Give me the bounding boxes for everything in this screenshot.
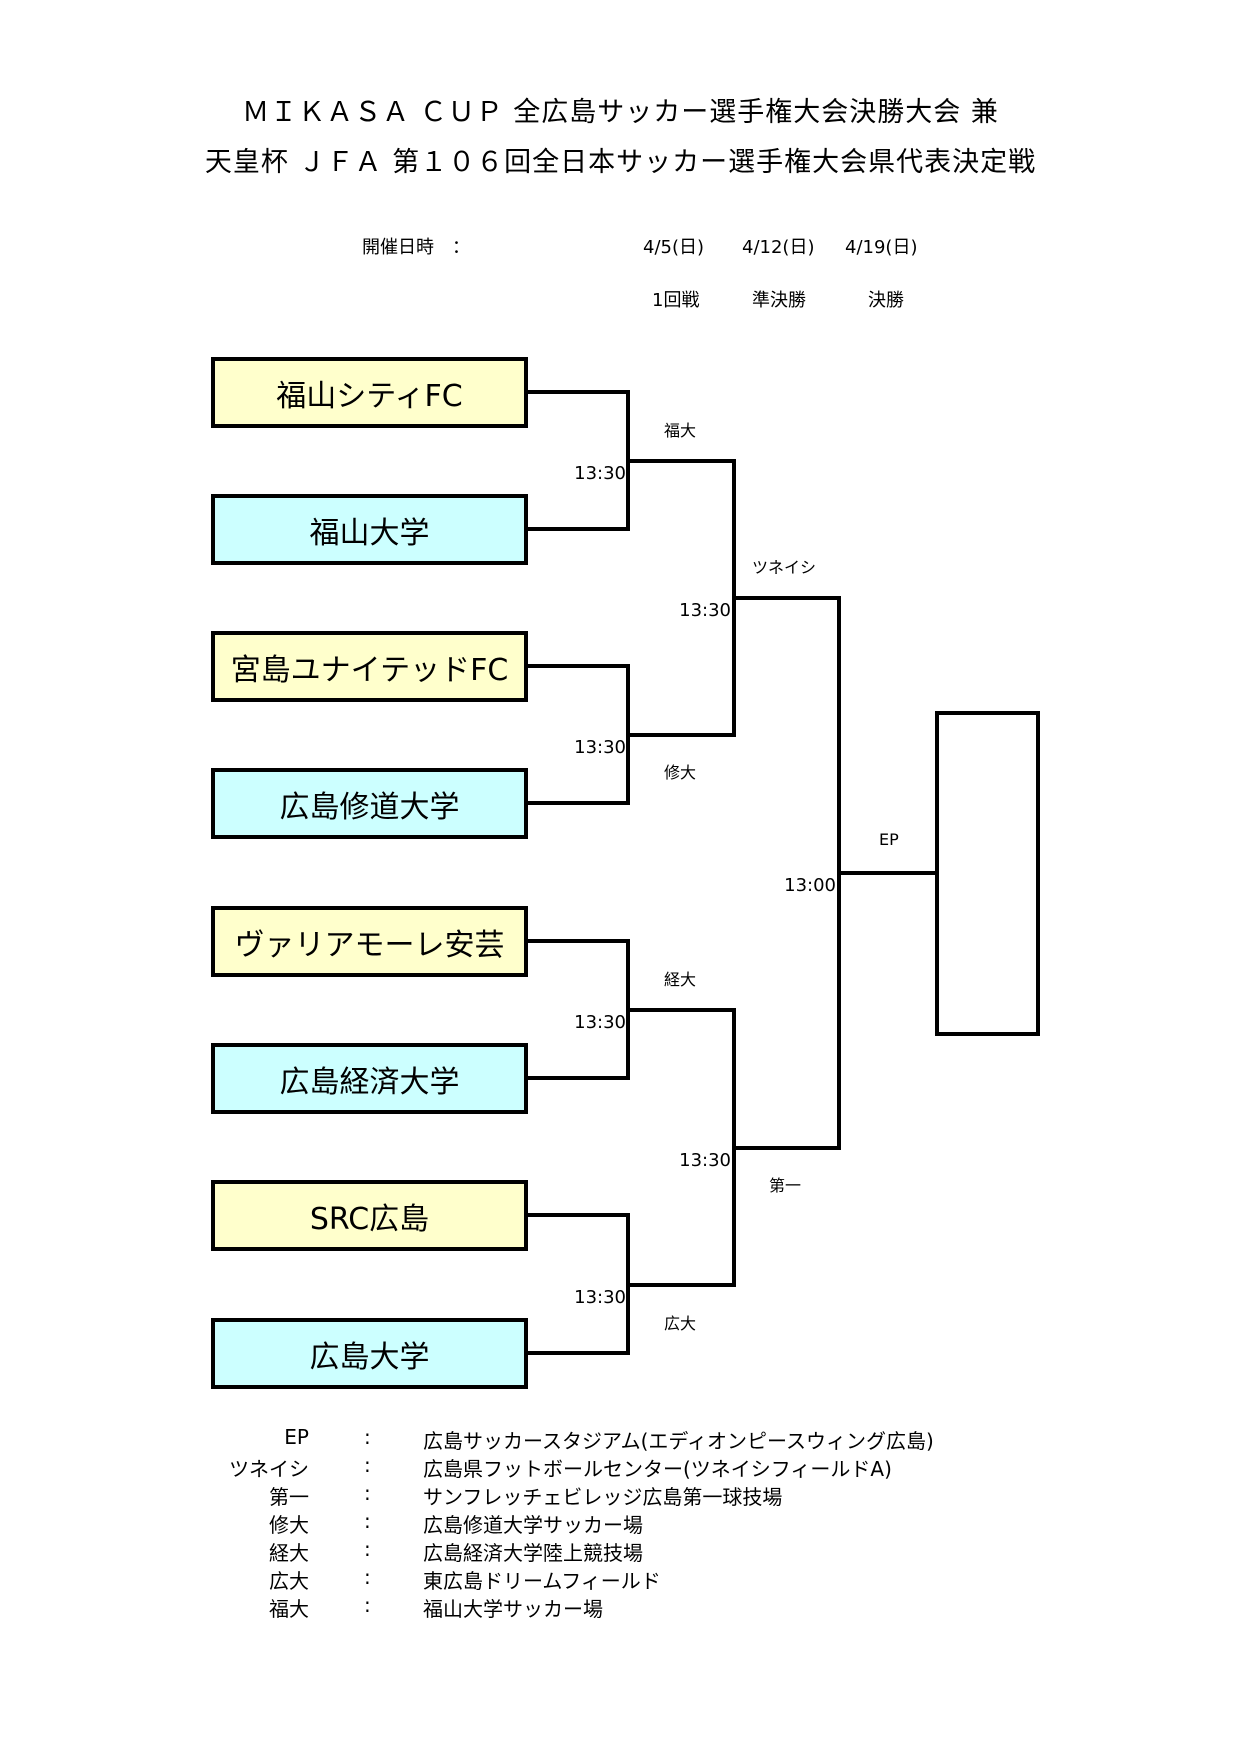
team-box: 広島経済大学 xyxy=(211,1043,528,1114)
match-time: 13:30 xyxy=(574,463,626,484)
legend-row: EP : 広島サッカースタジアム(エディオンピースウィング広島) xyxy=(0,1425,1241,1453)
match-time: 13:30 xyxy=(574,737,626,758)
match-time: 13:30 xyxy=(574,1287,626,1308)
team-box: 福山大学 xyxy=(211,494,528,565)
match-venue: 福大 xyxy=(664,421,697,440)
date-semifinal: 4/12(日) xyxy=(742,237,815,258)
team-name: 福山大学 xyxy=(309,515,430,551)
legend-value: 福山大学サッカー場 xyxy=(423,1597,603,1621)
legend-separator: : xyxy=(364,1593,371,1617)
team-name: 広島修道大学 xyxy=(279,789,460,825)
team-box: 福山シティFC xyxy=(211,357,528,428)
match-venue: ツネイシ xyxy=(752,558,817,577)
team-box: ヴァリアモーレ安芸 xyxy=(211,906,528,977)
round-label-semifinal: 準決勝 xyxy=(752,290,806,311)
schedule-label: 開催日時 ： xyxy=(362,237,470,258)
team-box: SRC広島 xyxy=(211,1180,528,1251)
legend-row: 修大 : 広島修道大学サッカー場 xyxy=(0,1509,1241,1537)
team-box: 宮島ユナイテッドFC xyxy=(211,631,528,702)
team-name: 広島経済大学 xyxy=(279,1064,460,1100)
team-name: 広島大学 xyxy=(309,1339,430,1375)
title-line-2: 天皇杯 ＪＦＡ 第１０６回全日本サッカー選手権大会県代表決定戦 xyxy=(204,147,1037,178)
legend-separator: : xyxy=(364,1481,371,1505)
team-name: 福山シティFC xyxy=(276,378,463,414)
legend-separator: : xyxy=(364,1509,371,1533)
match-time: 13:30 xyxy=(679,1150,731,1171)
round-label-final: 決勝 xyxy=(868,290,904,311)
legend-value: 広島経済大学陸上競技場 xyxy=(423,1541,643,1565)
champion-box xyxy=(935,711,1040,1036)
legend-key: 修大 xyxy=(269,1513,309,1537)
date-final: 4/19(日) xyxy=(845,237,918,258)
round-label-round1: 1回戦 xyxy=(652,290,700,311)
legend-key: 経大 xyxy=(269,1541,309,1565)
match-venue: 経大 xyxy=(664,970,697,989)
legend-key: 福大 xyxy=(269,1597,309,1621)
legend-row: 第一 : サンフレッチェビレッジ広島第一球技場 xyxy=(0,1481,1241,1509)
legend-value: 広島サッカースタジアム(エディオンピースウィング広島) xyxy=(423,1429,934,1453)
legend-separator: : xyxy=(364,1537,371,1561)
match-venue: EP xyxy=(879,830,899,849)
title-line-1: ＭＩＫＡＳＡ ＣＵＰ 全広島サッカー選手権大会決勝大会 兼 xyxy=(242,97,999,128)
legend-separator: : xyxy=(364,1453,371,1477)
legend-key: 第一 xyxy=(269,1485,309,1509)
match-time: 13:30 xyxy=(679,600,731,621)
team-box: 広島大学 xyxy=(211,1318,528,1389)
legend-key: EP xyxy=(284,1425,309,1449)
legend-value: 広島県フットボールセンター(ツネイシフィールドA) xyxy=(423,1457,892,1481)
match-time: 13:00 xyxy=(784,875,836,896)
legend-row: 福大 : 福山大学サッカー場 xyxy=(0,1593,1241,1621)
legend-value: 広島修道大学サッカー場 xyxy=(423,1513,643,1537)
legend-key: ツネイシ xyxy=(229,1457,309,1481)
legend-row: 経大 : 広島経済大学陸上競技場 xyxy=(0,1537,1241,1565)
legend-row: ツネイシ : 広島県フットボールセンター(ツネイシフィールドA) xyxy=(0,1453,1241,1481)
legend-value: 東広島ドリームフィールド xyxy=(423,1569,661,1593)
legend-key: 広大 xyxy=(269,1569,309,1593)
team-name: ヴァリアモーレ安芸 xyxy=(234,927,505,963)
match-venue: 修大 xyxy=(664,763,697,782)
legend-separator: : xyxy=(364,1425,371,1449)
team-box: 広島修道大学 xyxy=(211,768,528,839)
match-venue: 広大 xyxy=(664,1314,697,1333)
legend-separator: : xyxy=(364,1565,371,1589)
date-round1: 4/5(日) xyxy=(643,237,705,258)
team-name: SRC広島 xyxy=(309,1201,430,1237)
legend-value: サンフレッチェビレッジ広島第一球技場 xyxy=(423,1485,783,1509)
match-venue: 第一 xyxy=(769,1176,802,1195)
legend-row: 広大 : 東広島ドリームフィールド xyxy=(0,1565,1241,1593)
team-name: 宮島ユナイテッドFC xyxy=(230,652,509,688)
match-time: 13:30 xyxy=(574,1012,626,1033)
